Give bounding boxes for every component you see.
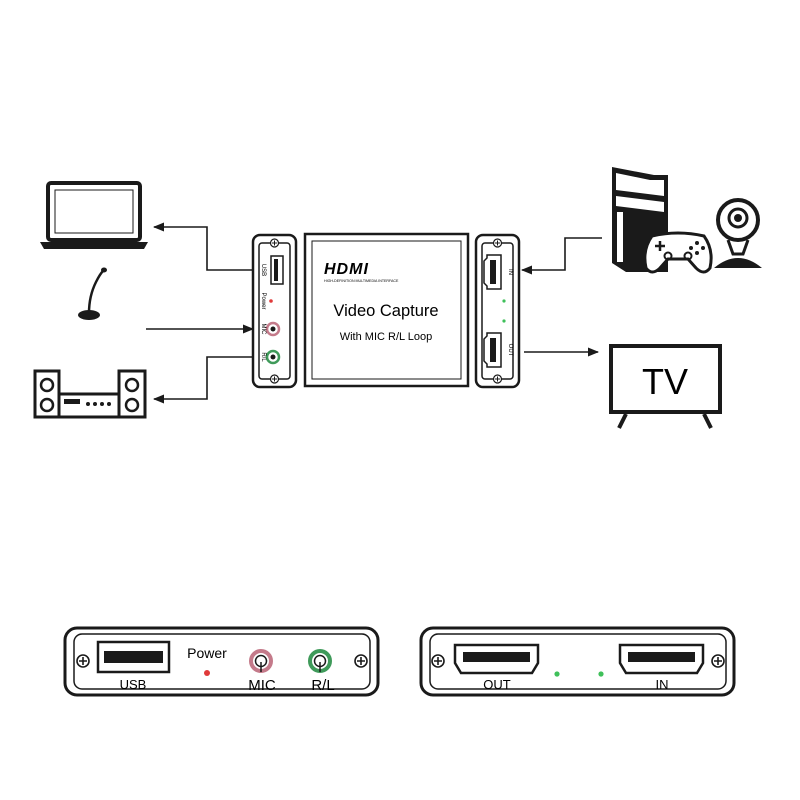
rl-label: R/L (311, 677, 334, 694)
side-usb-label: USB (260, 264, 266, 276)
tv-icon: TV (609, 344, 722, 429)
laptop-connection-arrow (152, 222, 255, 271)
hdmi-in-port (618, 643, 705, 675)
stereo-connection-arrow (152, 356, 255, 404)
side-rl-label: R/L (260, 352, 266, 362)
screw-icon (492, 374, 503, 384)
front-panel: USB Power MIC R/L (63, 626, 380, 697)
microphone-icon (78, 267, 107, 320)
side-status-led (502, 299, 506, 303)
hdmi-logo: HDMI (324, 261, 369, 278)
side-status-led (502, 319, 506, 323)
hdmi-tagline: HIGH-DEFINITION MULTIMEDIA INTERFACE (324, 279, 399, 283)
screw-icon (711, 654, 725, 668)
right-side-panel: IN OUT (474, 233, 521, 389)
screw-icon (269, 374, 280, 384)
webcam-icon (714, 198, 762, 268)
back-panel: OUT IN (419, 626, 736, 697)
status-led (554, 671, 560, 677)
laptop-icon (40, 181, 148, 249)
mic-label: MIC (248, 677, 276, 694)
capture-device-box: HDMI HIGH-DEFINITION MULTIMEDIA INTERFAC… (303, 232, 470, 388)
power-label: Power (187, 645, 227, 661)
device-subtitle: With MIC R/L Loop (340, 331, 433, 343)
screw-icon (492, 238, 503, 248)
side-out-label: OUT (507, 344, 513, 357)
screw-icon (354, 654, 368, 668)
hdmi-out-port (453, 643, 540, 675)
side-mic-label: MIC (260, 324, 266, 336)
source-connection-arrow (520, 237, 602, 275)
rl-jack (308, 649, 332, 673)
hdmi-out-label: OUT (483, 677, 511, 692)
power-led (204, 670, 210, 676)
left-side-panel: USB Power MIC R/L (251, 233, 298, 389)
usb-port (96, 640, 171, 674)
mic-jack (249, 649, 273, 673)
side-power-led (269, 299, 273, 303)
device-title: Video Capture (333, 302, 438, 320)
status-led (598, 671, 604, 677)
side-in-label: IN (507, 269, 513, 275)
screw-icon (431, 654, 445, 668)
screw-icon (269, 238, 280, 248)
side-power-label: Power (260, 292, 266, 309)
screw-icon (76, 654, 90, 668)
tv-label: TV (642, 361, 688, 402)
usb-label: USB (120, 677, 147, 692)
gamepad-icon (643, 231, 713, 274)
hdmi-in-label: IN (656, 677, 669, 692)
stereo-icon (33, 369, 147, 419)
